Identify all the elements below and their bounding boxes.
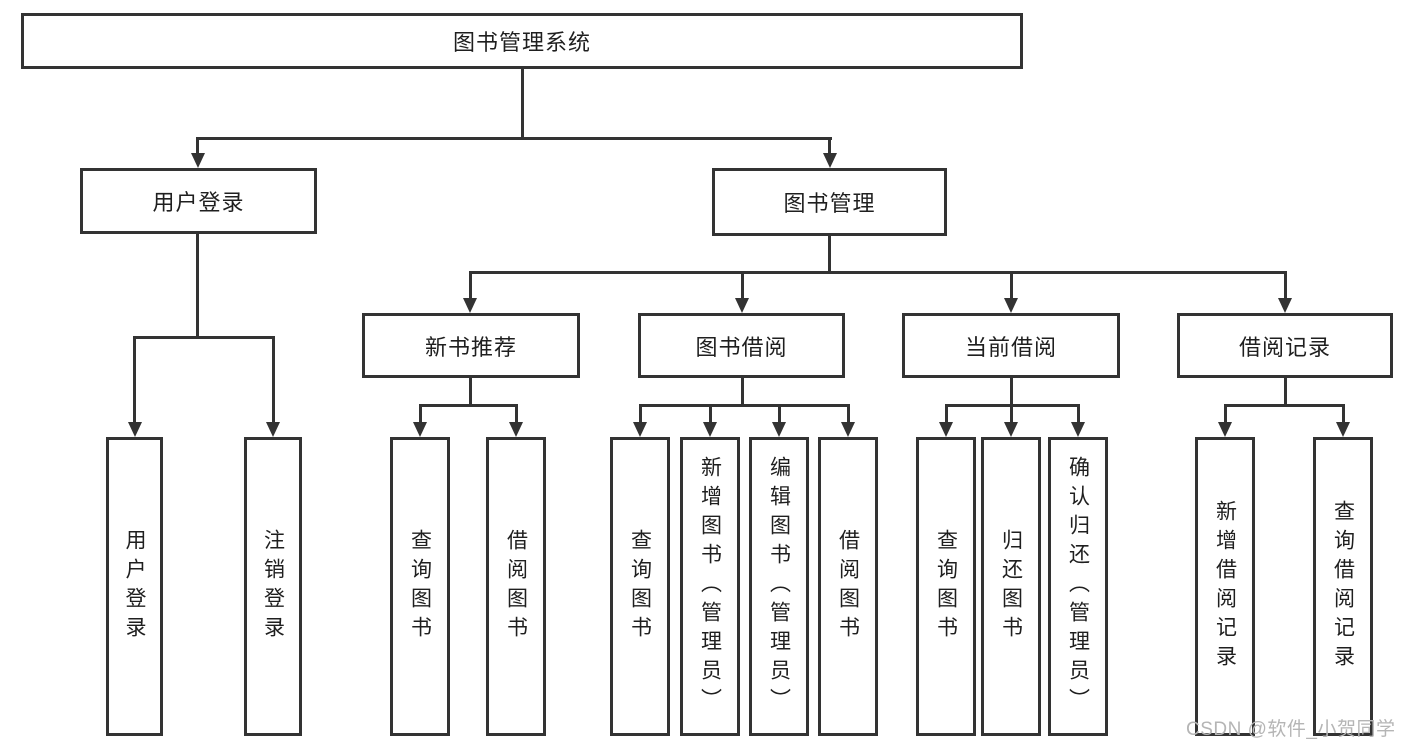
arrow-down-icon xyxy=(841,422,855,437)
node-user-login: 用户登录 xyxy=(80,168,317,234)
arrow-down-icon xyxy=(735,298,749,313)
node-leaf-logout-label: 注销登录 xyxy=(261,528,285,645)
connector-line xyxy=(520,69,524,139)
connector-line xyxy=(1223,404,1345,407)
connector-line xyxy=(846,404,850,423)
node-leaf-query-borrow-record-label: 查询借阅记录 xyxy=(1331,499,1355,674)
connector-line xyxy=(828,236,831,274)
arrow-down-icon xyxy=(703,422,717,437)
connector-line xyxy=(1223,404,1227,423)
connector-line xyxy=(638,404,850,407)
node-new-book-recommend: 新书推荐 xyxy=(362,313,580,378)
arrow-down-icon xyxy=(1071,422,1085,437)
arrow-down-icon xyxy=(463,298,477,313)
connector-line xyxy=(1076,404,1080,423)
arrow-down-icon xyxy=(939,422,953,437)
arrow-down-icon xyxy=(509,422,523,437)
arrow-down-icon xyxy=(1336,422,1350,437)
connector-line xyxy=(469,271,1287,274)
connector-line xyxy=(777,404,781,423)
arrow-down-icon xyxy=(822,153,837,168)
node-book-management-label: 图书管理 xyxy=(783,191,876,216)
node-leaf-query-book-2-label: 查询图书 xyxy=(628,528,652,645)
node-leaf-add-book: 新增图书（管理员） xyxy=(680,437,740,736)
node-current-borrow: 当前借阅 xyxy=(902,313,1120,378)
node-borrow-record-label: 借阅记录 xyxy=(1238,334,1331,360)
node-user-login-label: 用户登录 xyxy=(152,190,245,215)
arrow-down-icon xyxy=(190,153,205,168)
node-leaf-borrow-book-2: 借阅图书 xyxy=(818,437,878,736)
connector-line xyxy=(133,336,136,423)
connector-line xyxy=(1283,271,1287,299)
node-leaf-query-book-3-label: 查询图书 xyxy=(934,528,958,645)
connector-line xyxy=(133,336,275,339)
node-leaf-borrow-book-2-label: 借阅图书 xyxy=(836,528,860,645)
node-leaf-borrow-book-1: 借阅图书 xyxy=(486,437,546,736)
node-leaf-query-book-1-label: 查询图书 xyxy=(408,528,432,645)
arrow-down-icon xyxy=(772,422,786,437)
node-book-management: 图书管理 xyxy=(712,168,947,236)
node-leaf-query-book-3: 查询图书 xyxy=(916,437,976,736)
connector-line xyxy=(1341,404,1345,423)
node-leaf-logout: 注销登录 xyxy=(244,437,302,736)
connector-line xyxy=(1283,378,1287,406)
connector-line xyxy=(271,336,275,423)
connector-line xyxy=(196,234,199,339)
arrow-down-icon xyxy=(1004,422,1018,437)
node-new-book-recommend-label: 新书推荐 xyxy=(424,334,517,360)
node-root: 图书管理系统 xyxy=(21,13,1023,69)
arrow-down-icon xyxy=(266,422,280,437)
arrow-down-icon xyxy=(413,422,427,437)
arrow-down-icon xyxy=(1218,422,1232,437)
node-leaf-query-book-2: 查询图书 xyxy=(610,437,670,736)
connector-line xyxy=(196,137,832,140)
connector-line xyxy=(828,137,831,154)
connector-line xyxy=(469,378,472,406)
connector-line xyxy=(196,137,199,154)
node-leaf-add-borrow-record: 新增借阅记录 xyxy=(1195,437,1255,736)
arrow-down-icon xyxy=(1004,298,1018,313)
node-root-label: 图书管理系统 xyxy=(452,30,591,55)
connector-line xyxy=(514,404,518,423)
connector-line xyxy=(418,404,518,407)
csdn-watermark: CSDN @软件_小贺同学 xyxy=(1186,719,1396,740)
connector-line xyxy=(638,404,642,423)
node-leaf-user-login: 用户登录 xyxy=(106,437,163,736)
node-book-borrow: 图书借阅 xyxy=(638,313,845,378)
connector-line xyxy=(708,404,712,423)
node-book-borrow-label: 图书借阅 xyxy=(695,334,788,360)
connector-line xyxy=(944,404,948,423)
node-leaf-edit-book-label: 编辑图书（管理员） xyxy=(767,456,791,717)
node-leaf-return-book: 归还图书 xyxy=(981,437,1041,736)
node-leaf-query-borrow-record: 查询借阅记录 xyxy=(1313,437,1373,736)
node-leaf-confirm-return: 确认归还（管理员） xyxy=(1048,437,1108,736)
connector-line xyxy=(740,271,744,299)
node-leaf-borrow-book-1-label: 借阅图书 xyxy=(504,528,528,645)
arrow-down-icon xyxy=(1278,298,1292,313)
arrow-down-icon xyxy=(633,422,647,437)
node-leaf-query-book-1: 查询图书 xyxy=(390,437,450,736)
node-leaf-return-book-label: 归还图书 xyxy=(999,528,1023,645)
node-borrow-record: 借阅记录 xyxy=(1177,313,1393,378)
connector-line xyxy=(469,271,472,299)
node-leaf-edit-book: 编辑图书（管理员） xyxy=(749,437,809,736)
node-leaf-add-book-label: 新增图书（管理员） xyxy=(698,456,722,717)
node-leaf-confirm-return-label: 确认归还（管理员） xyxy=(1066,456,1090,717)
node-current-borrow-label: 当前借阅 xyxy=(964,334,1057,360)
arrow-down-icon xyxy=(127,422,142,437)
connector-line xyxy=(418,404,422,423)
connector-line xyxy=(1009,378,1013,406)
connector-line xyxy=(1009,271,1013,299)
connector-line xyxy=(740,378,744,406)
connector-line xyxy=(1009,404,1013,423)
node-leaf-add-borrow-record-label: 新增借阅记录 xyxy=(1213,499,1237,674)
node-leaf-user-login-label: 用户登录 xyxy=(123,528,146,645)
